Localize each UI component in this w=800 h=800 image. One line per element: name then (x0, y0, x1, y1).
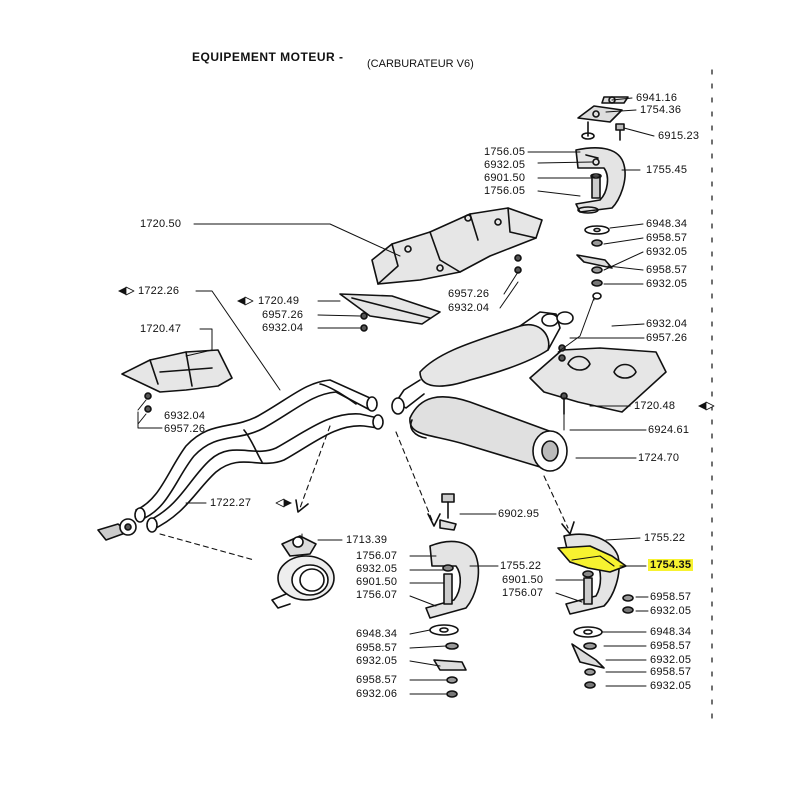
part-label: 6902.95 (498, 508, 540, 520)
page-subtitle: (CARBURATEUR V6) (367, 58, 474, 70)
arrow-head-1 (427, 513, 441, 527)
page-title: EQUIPEMENT MOTEUR - (192, 50, 344, 64)
shield-plate-1720-48 (529, 344, 667, 415)
arrow-head-2 (295, 499, 309, 513)
part-label: 6958.57 (650, 591, 692, 603)
part-label: 1720.48 (634, 400, 676, 412)
assembly-arrows (159, 425, 569, 561)
part-label: 6957.26 (164, 423, 206, 435)
part-label: 6932.05 (646, 278, 688, 290)
part-label: 6915.23 (658, 130, 700, 142)
part-label: 1720.47 (140, 323, 182, 335)
central-hanger-1755-22 (425, 493, 480, 698)
part-label: 6948.34 (650, 626, 692, 638)
part-label: 6958.57 (650, 666, 692, 678)
part-label: 1754.36 (640, 104, 682, 116)
part-label: 6932.05 (650, 654, 692, 666)
part-label: 6932.04 (646, 318, 688, 330)
part-label: 6932.05 (356, 655, 398, 667)
part-label: 6932.04 (448, 302, 490, 314)
part-label: 6901.50 (356, 576, 398, 588)
part-label: 1756.05 (484, 185, 526, 197)
leader-lines (137, 97, 655, 695)
part-label: 1713.39 (346, 534, 388, 546)
shield-plate-1720-49 (339, 293, 441, 332)
part-label: 6948.34 (356, 628, 398, 640)
part-label: 6958.57 (646, 232, 688, 244)
top-hanger-assembly (575, 96, 629, 300)
part-label: 6932.05 (650, 680, 692, 692)
arrow-head-3 (561, 521, 575, 535)
part-label: 6958.57 (356, 642, 398, 654)
part-label: 6901.50 (484, 172, 526, 184)
highlighted-part-label: 1754.35 (648, 559, 694, 571)
part-label: 6932.05 (650, 605, 692, 617)
part-label: 1722.27 (210, 497, 252, 509)
part-label: 1722.26 (138, 285, 180, 297)
highlighted-strap-1754-35 (557, 545, 627, 573)
part-label: 6932.05 (484, 159, 526, 171)
shield-plate-1720-47 (121, 349, 233, 413)
part-label: 1756.07 (356, 550, 398, 562)
part-label: 1755.22 (644, 532, 686, 544)
part-label: 6941.16 (636, 92, 678, 104)
rear-hanger-1755-22 (557, 533, 634, 689)
part-label: 6932.05 (356, 563, 398, 575)
part-label: 6932.05 (646, 246, 688, 258)
part-label: 6932.04 (262, 322, 304, 334)
front-pipe-1722-26 (97, 379, 384, 541)
clamp-1713-39 (271, 535, 335, 609)
part-label: 6957.26 (448, 288, 490, 300)
heat-shield-1720-50 (371, 207, 543, 285)
part-label: 6958.57 (356, 674, 398, 686)
part-label: 1756.07 (502, 587, 544, 599)
part-label: 6948.34 (646, 218, 688, 230)
part-label: 1756.07 (356, 589, 398, 601)
part-label: 1755.22 (500, 560, 542, 572)
part-label: 1720.50 (140, 218, 182, 230)
front-silencer (391, 311, 574, 415)
part-label: 1756.05 (484, 146, 526, 158)
part-label: 1755.45 (646, 164, 688, 176)
part-label: 6957.26 (262, 309, 304, 321)
part-label: 1724.70 (638, 452, 680, 464)
part-label: 6901.50 (502, 574, 544, 586)
label-arrow-markers (118, 286, 715, 508)
part-label: 6958.57 (650, 640, 692, 652)
part-label: 6932.04 (164, 410, 206, 422)
rear-silencer-1724-70 (409, 396, 568, 472)
part-label: 6957.26 (646, 332, 688, 344)
part-label: 6958.57 (646, 264, 688, 276)
part-label: 6932.06 (356, 688, 398, 700)
part-label: 1720.49 (258, 295, 300, 307)
part-label: 6924.61 (648, 424, 690, 436)
